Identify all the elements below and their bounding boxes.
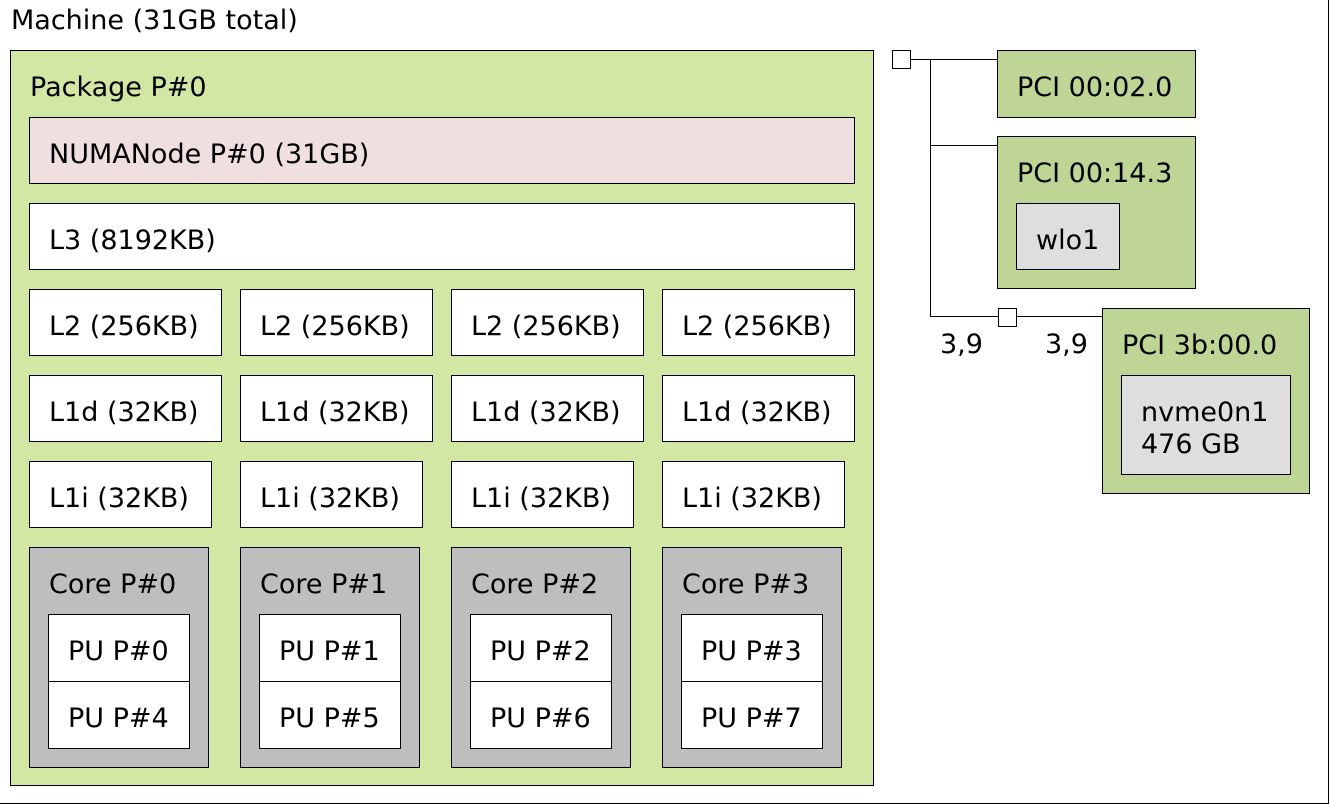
l1d-cache-label: L1d (32KB) (260, 397, 410, 428)
pu-box (48, 614, 190, 682)
pu-box (470, 614, 612, 682)
host-bridge-square (892, 50, 911, 69)
storage-device-name: nvme0n1 (1141, 397, 1269, 428)
numa-node-box (29, 117, 855, 184)
l1i-cache-label: L1i (32KB) (49, 483, 189, 514)
l1i-cache-box (29, 461, 212, 528)
l1d-cache-box (662, 375, 855, 442)
network-interface-box (1016, 203, 1120, 270)
pu-label: PU P#2 (490, 636, 591, 667)
l1d-cache-box (240, 375, 433, 442)
l1d-cache-label: L1d (32KB) (682, 397, 832, 428)
l1i-cache-label: L1i (32KB) (682, 483, 822, 514)
core-label: Core P#0 (49, 569, 177, 600)
pu-label: PU P#0 (68, 636, 169, 667)
pci-device-label: PCI 00:14.3 (1017, 158, 1173, 189)
machine-label: Machine (31GB total) (11, 5, 298, 36)
pu-label: PU P#6 (490, 703, 591, 734)
link-speed-label: 3,9 (1045, 329, 1088, 360)
pci-device-label: PCI 3b:00.0 (1122, 330, 1278, 361)
link-speed-label: 3,9 (940, 329, 983, 360)
core-label: Core P#2 (471, 569, 599, 600)
l2-cache-box (662, 289, 855, 356)
l2-cache-box (451, 289, 644, 356)
l3-cache-label: L3 (8192KB) (49, 225, 216, 256)
l1d-cache-label: L1d (32KB) (49, 397, 199, 428)
numa-node-label: NUMANode P#0 (31GB) (49, 139, 370, 170)
l2-cache-box (240, 289, 433, 356)
l1i-cache-box (662, 461, 845, 528)
l2-cache-box (29, 289, 222, 356)
pu-box (48, 681, 190, 749)
l2-cache-label: L2 (256KB) (49, 311, 199, 342)
l1d-cache-label: L1d (32KB) (471, 397, 621, 428)
l1d-cache-box (451, 375, 644, 442)
l1i-cache-box (240, 461, 423, 528)
pu-label: PU P#1 (279, 636, 380, 667)
l1i-cache-box (451, 461, 634, 528)
l2-cache-label: L2 (256KB) (260, 311, 410, 342)
l2-cache-label: L2 (256KB) (682, 311, 832, 342)
pu-label: PU P#5 (279, 703, 380, 734)
l2-cache-label: L2 (256KB) (471, 311, 621, 342)
core-label: Core P#3 (682, 569, 810, 600)
l1i-cache-label: L1i (32KB) (471, 483, 611, 514)
pu-box (470, 681, 612, 749)
pci-bridge-square (998, 308, 1017, 327)
storage-device-box (1121, 375, 1291, 475)
pu-label: PU P#4 (68, 703, 169, 734)
pci-device-label: PCI 00:02.0 (1017, 72, 1173, 103)
storage-device-size: 476 GB (1141, 429, 1241, 460)
l1i-cache-label: L1i (32KB) (260, 483, 400, 514)
pu-box (259, 681, 401, 749)
network-interface-label: wlo1 (1036, 225, 1100, 256)
pu-label: PU P#3 (701, 636, 802, 667)
l3-cache-box (29, 203, 855, 270)
pci-device-box (997, 50, 1196, 118)
pu-label: PU P#7 (701, 703, 802, 734)
package-label: Package P#0 (30, 72, 207, 103)
pu-box (259, 614, 401, 682)
pu-box (681, 681, 823, 749)
core-label: Core P#1 (260, 569, 388, 600)
l1d-cache-box (29, 375, 222, 442)
